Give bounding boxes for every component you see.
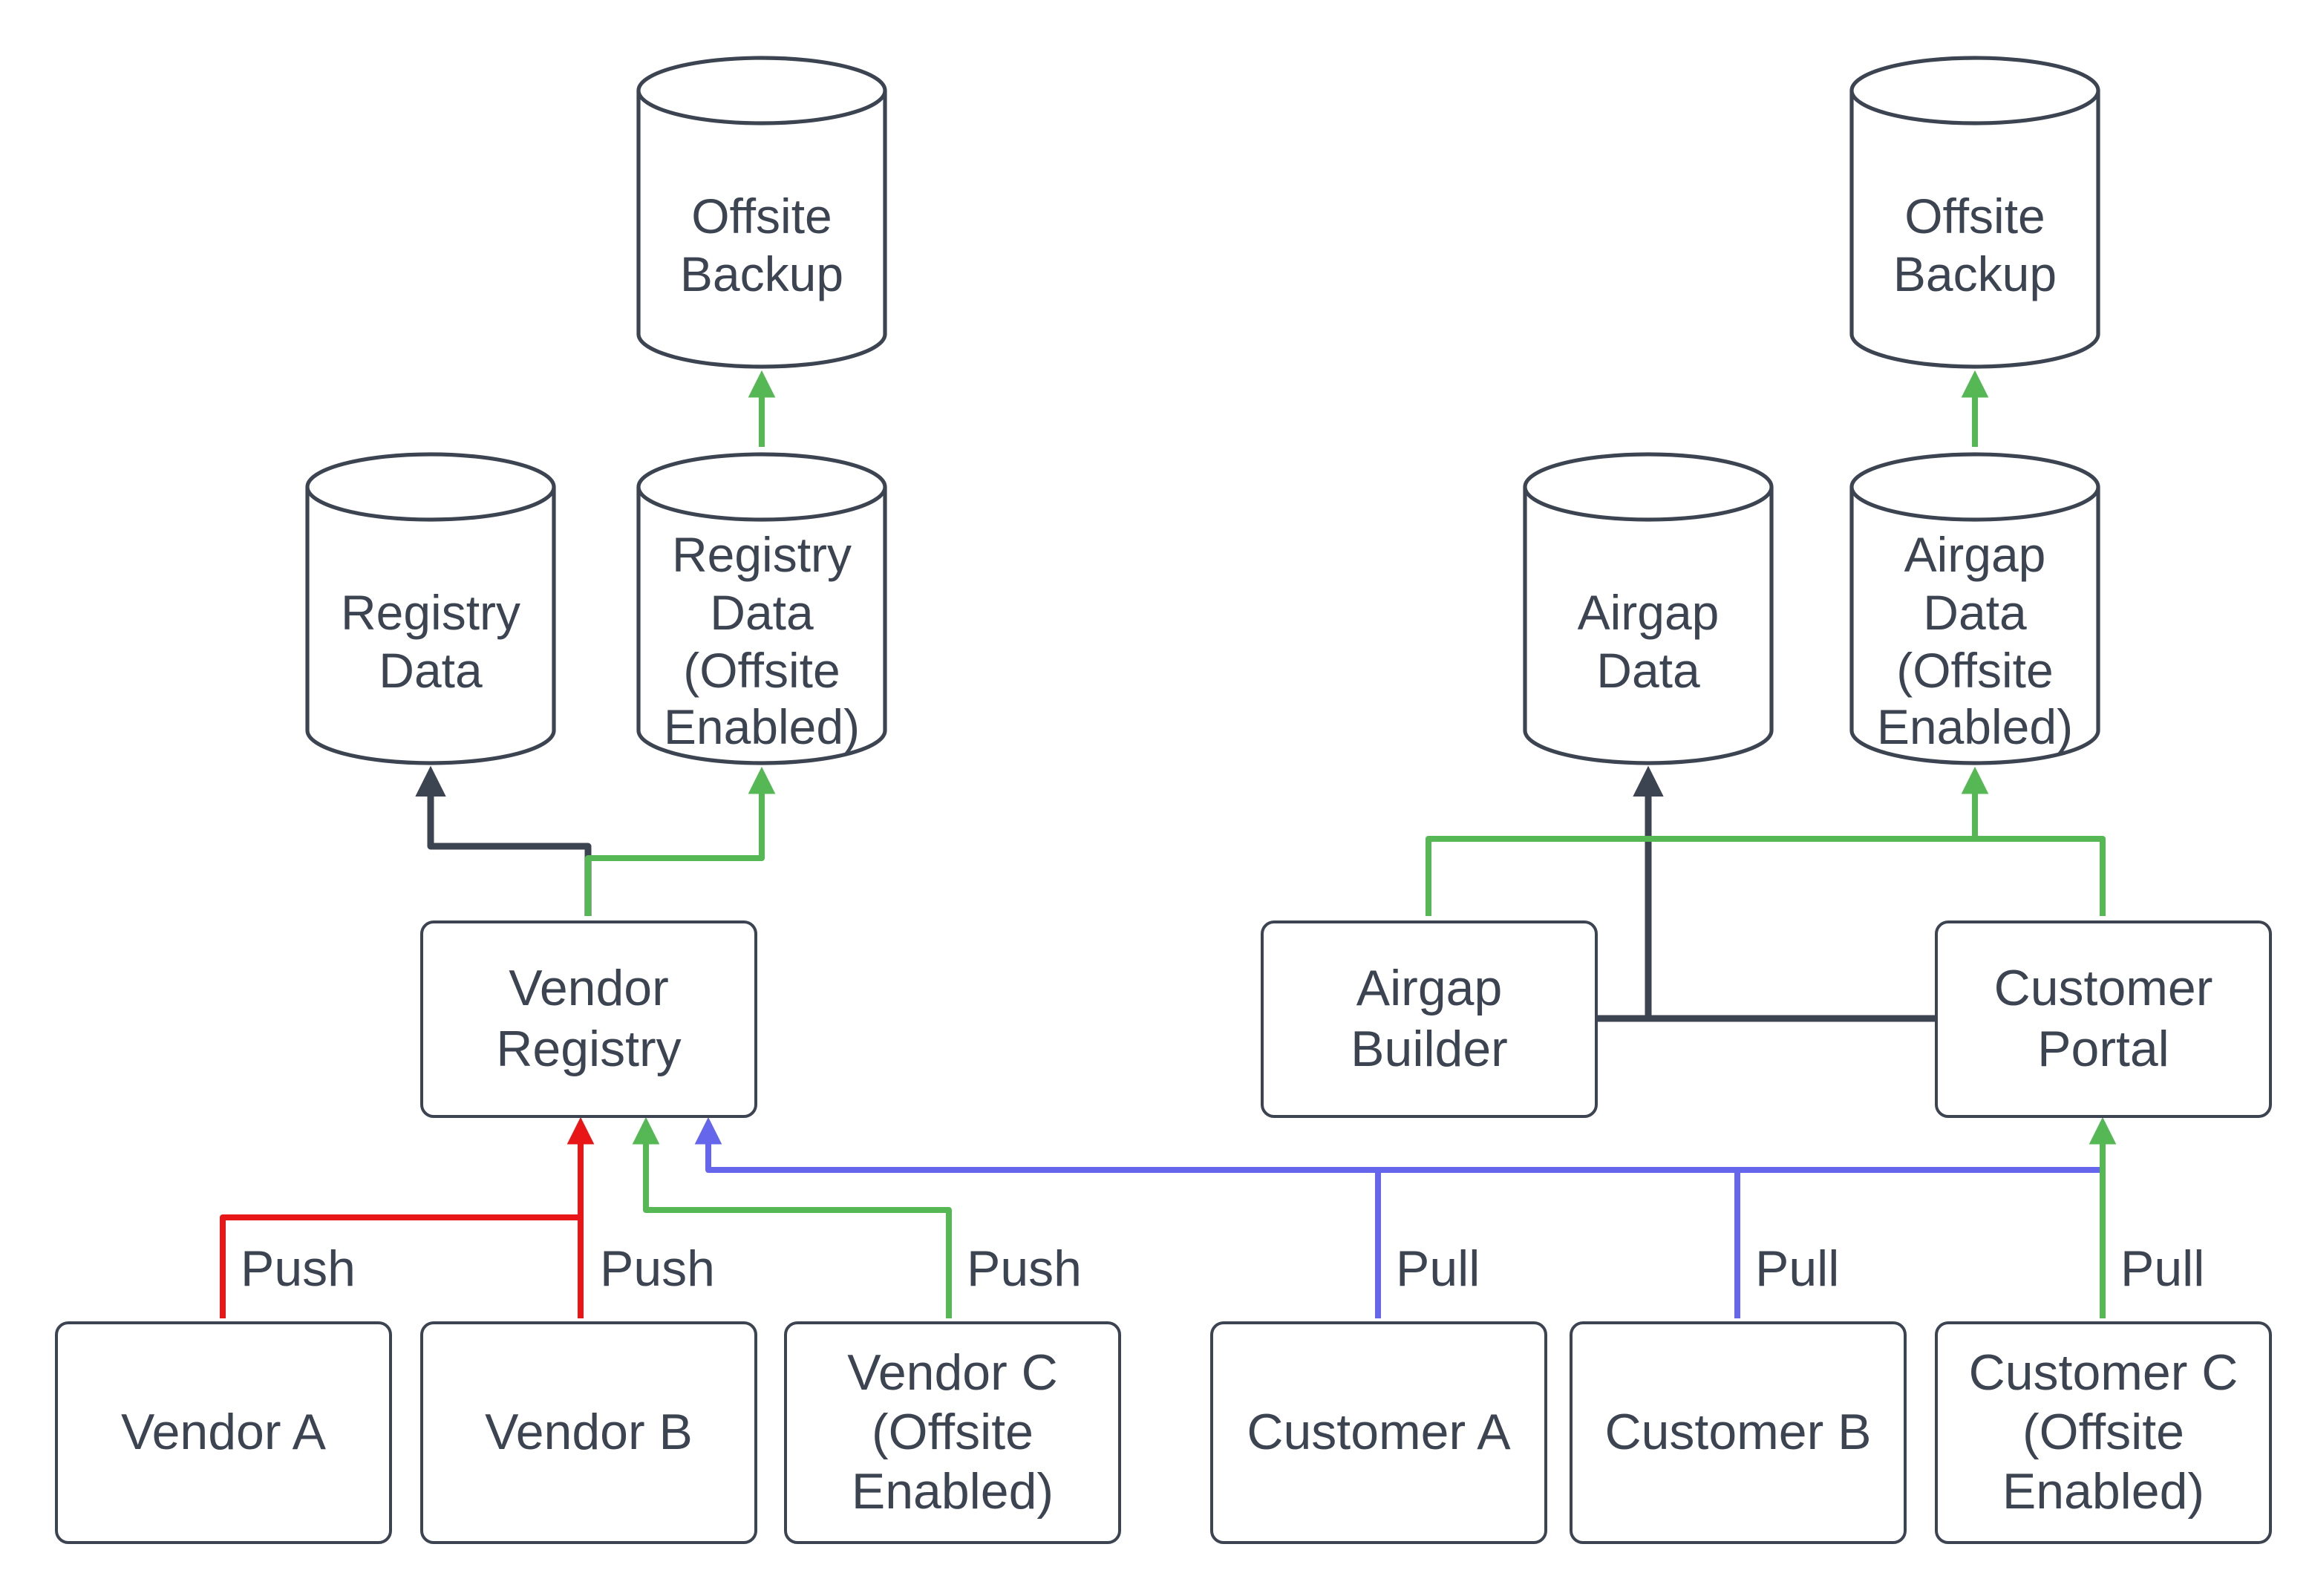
node-label: Airgap Data (Offsite Enabled) <box>1876 526 2074 755</box>
node-vendor-c: Vendor C (Offsite Enabled) <box>784 1321 1121 1544</box>
database-cylinder-icon <box>1849 452 2100 765</box>
node-customer-portal: Customer Portal <box>1935 920 2272 1118</box>
edge-vendor-registry-registry-data <box>415 765 592 916</box>
node-label: Airgap Data <box>1577 584 1720 697</box>
node-label: Registry Data <box>340 584 521 697</box>
edge-vendor-c-push <box>632 1116 952 1318</box>
edge-green-trunk-builder-portal <box>1426 836 2106 916</box>
edge-blue-pull-trunk <box>694 1116 2106 1173</box>
node-vendor-a: Vendor A <box>55 1321 392 1544</box>
edge-vendor-registry-registry-data-offsite <box>585 766 776 916</box>
edge-label-pull-customer-c: Pull <box>2120 1241 2205 1298</box>
node-label: Vendor Registry <box>496 961 682 1077</box>
node-label: Customer B <box>1604 1404 1872 1461</box>
database-cylinder-icon <box>636 56 887 369</box>
node-offsite-backup-left: Offsite Backup <box>634 53 889 371</box>
node-label: Offsite Backup <box>1893 188 2057 301</box>
node-label: Registry Data (Offsite Enabled) <box>663 526 861 755</box>
database-cylinder-icon <box>1849 56 2100 369</box>
node-registry-data-offsite: Registry Data (Offsite Enabled) <box>634 450 889 768</box>
edge-label-push-vendor-b: Push <box>600 1241 715 1298</box>
edge-vendor-a-push <box>220 1214 581 1318</box>
node-airgap-builder: Airgap Builder <box>1261 920 1598 1118</box>
database-cylinder-icon <box>305 452 556 765</box>
node-airgap-data: Airgap Data <box>1521 450 1776 768</box>
edge-label-pull-customer-a: Pull <box>1396 1241 1480 1298</box>
node-customer-a: Customer A <box>1210 1321 1547 1544</box>
node-label: Vendor B <box>485 1404 693 1461</box>
node-customer-b: Customer B <box>1570 1321 1907 1544</box>
node-registry-data: Registry Data <box>303 450 558 768</box>
node-label: Customer Portal <box>1993 961 2213 1077</box>
node-label: Customer A <box>1247 1404 1511 1461</box>
node-airgap-data-offsite: Airgap Data (Offsite Enabled) <box>1847 450 2103 768</box>
node-vendor-registry: Vendor Registry <box>420 920 757 1118</box>
node-offsite-backup-right: Offsite Backup <box>1847 53 2103 371</box>
edge-label-pull-customer-b: Pull <box>1755 1241 1840 1298</box>
node-customer-c: Customer C (Offsite Enabled) <box>1935 1321 2272 1544</box>
database-cylinder-icon <box>636 452 887 765</box>
node-label: Vendor A <box>120 1404 326 1461</box>
node-label: Airgap Builder <box>1351 961 1508 1077</box>
database-cylinder-icon <box>1523 452 1774 765</box>
edge-label-push-vendor-a: Push <box>241 1241 356 1298</box>
node-label: Customer C (Offsite Enabled) <box>1968 1344 2238 1521</box>
node-label: Vendor C (Offsite Enabled) <box>847 1344 1058 1521</box>
edge-label-push-vendor-c: Push <box>967 1241 1082 1298</box>
node-vendor-b: Vendor B <box>420 1321 757 1544</box>
node-label: Offsite Backup <box>679 188 844 301</box>
